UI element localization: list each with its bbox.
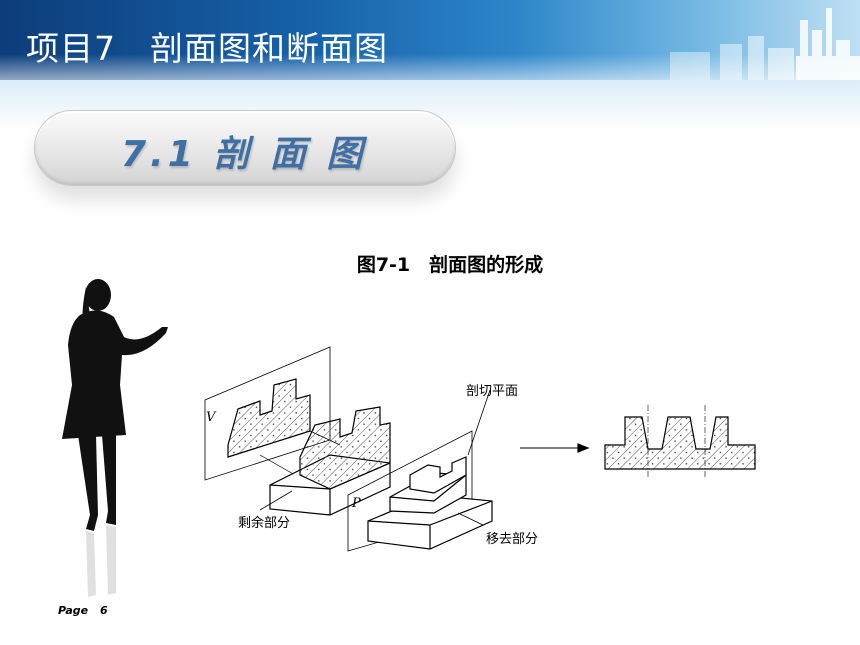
page-number: 6: [100, 604, 108, 617]
section-view: [604, 416, 756, 470]
plane-p-label: P: [352, 496, 361, 511]
plane-v-label: V: [206, 410, 216, 425]
header-banner: 项目7 剖面图和断面图: [0, 0, 860, 80]
cutting-plane-label: 剖切平面: [466, 384, 519, 399]
section-title-pill: 7.1 剖 面 图: [34, 110, 456, 186]
remaining-part-label: 剩余部分: [238, 516, 291, 531]
figure-caption: 图7-1 剖面图的形成: [356, 254, 544, 276]
section-title: 7.1 剖 面 图: [121, 134, 367, 175]
city-skyline-icon: [670, 8, 860, 80]
removed-part-label: 移去部分: [486, 532, 539, 547]
presenter-silhouette-icon: [62, 279, 168, 597]
page-label: Page: [58, 604, 89, 617]
page-title: 项目7 剖面图和断面图: [26, 29, 388, 68]
section-formation-diagram: [204, 346, 756, 552]
